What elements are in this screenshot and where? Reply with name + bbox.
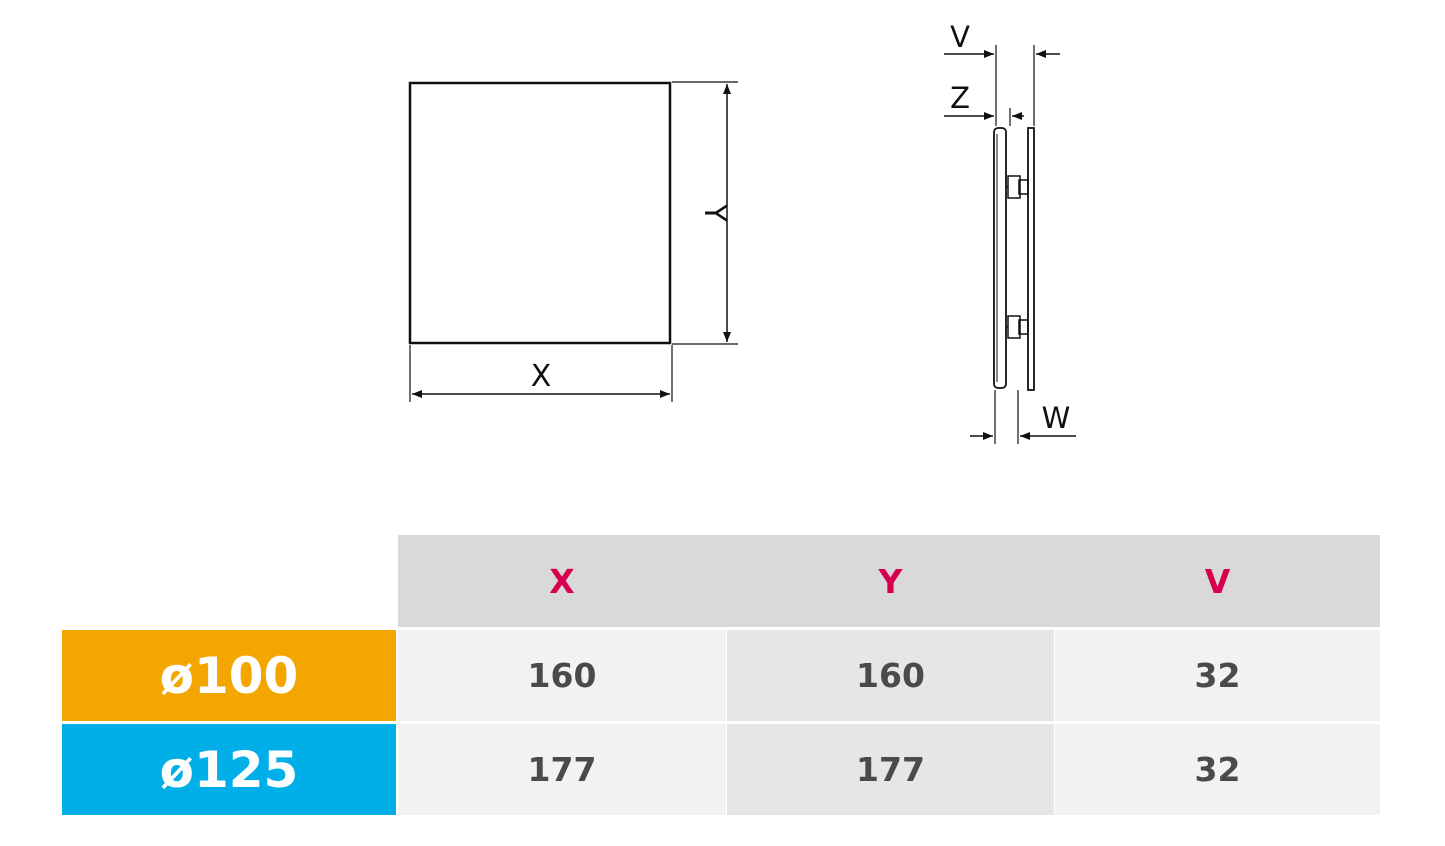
upper-connector — [1007, 175, 1021, 199]
front-cover — [1027, 127, 1035, 391]
x-dim-label: X — [531, 359, 552, 394]
back-flange — [993, 127, 1007, 389]
table-cell: 177 — [727, 724, 1054, 815]
front-view — [408, 81, 738, 402]
front-panel — [408, 81, 672, 345]
table-cell: 32 — [1055, 724, 1380, 815]
v-dim-label: V — [950, 20, 970, 54]
y-dim-label: Y — [697, 203, 732, 223]
table-cell: 160 — [727, 630, 1054, 721]
lower-connector — [1007, 315, 1021, 339]
w-dim-label: W — [1042, 401, 1071, 435]
col-header-x: X — [549, 561, 575, 601]
col-header-y: Y — [878, 561, 903, 601]
technical-drawing: X Y V Z W — [408, 20, 1076, 444]
table-cell: 32 — [1055, 630, 1380, 721]
z-dim-label: Z — [950, 81, 970, 115]
row-label-125: ø125 — [62, 724, 396, 815]
row-label-100: ø100 — [62, 630, 396, 721]
table-cell: 160 — [398, 630, 726, 721]
table-header — [398, 535, 1380, 627]
col-header-v: V — [1204, 561, 1231, 601]
side-view — [944, 45, 1076, 444]
table-cell: 177 — [398, 724, 726, 815]
